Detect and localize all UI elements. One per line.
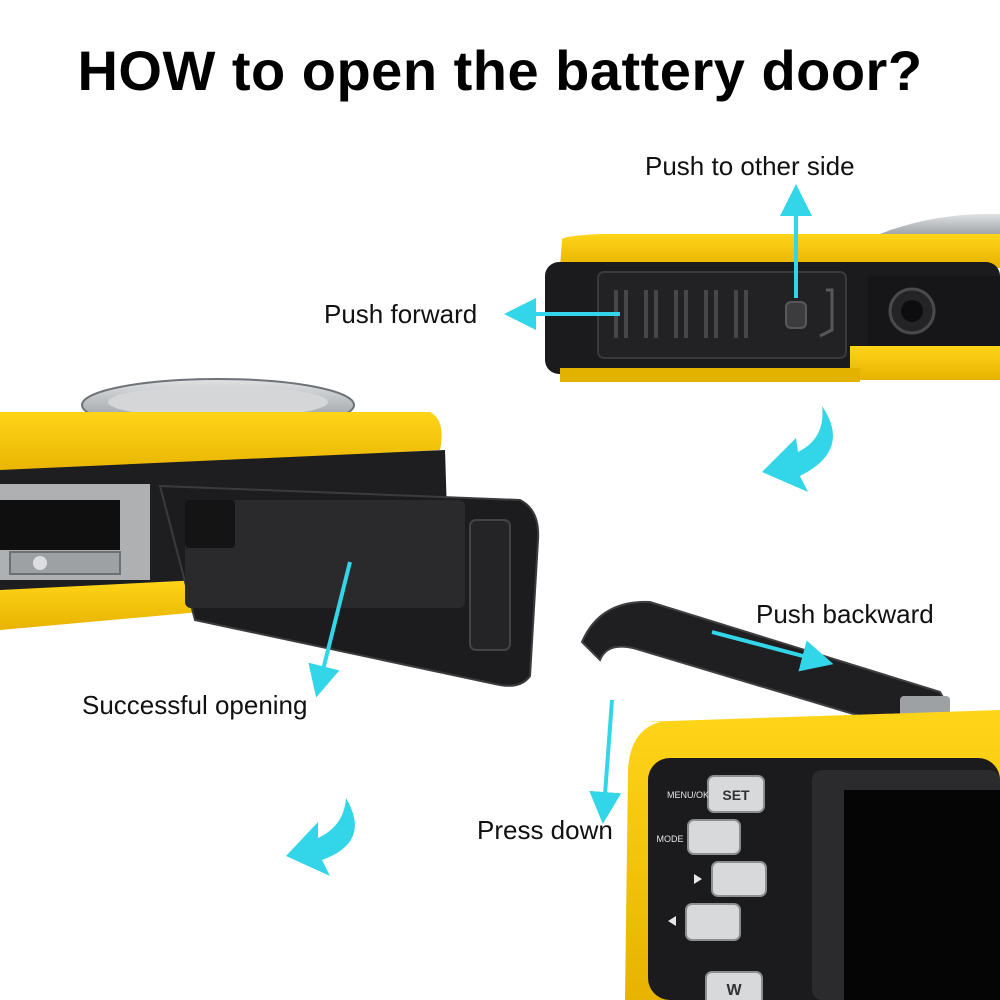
camera-body-yellow	[560, 234, 1000, 268]
step-label-push-to-other-side: Push to other side	[645, 151, 855, 181]
arrow-backward	[711, 630, 834, 672]
door-inner-panel	[185, 500, 465, 608]
step-label-push-forward: Push forward	[324, 299, 478, 329]
step-label-push-backward: Push backward	[756, 599, 934, 629]
set-button-label: SET	[722, 787, 750, 803]
door-latch	[185, 500, 235, 548]
set-button	[707, 775, 765, 813]
playback-button	[711, 861, 767, 897]
flash-button	[685, 903, 741, 941]
camera-body-yellow	[560, 368, 860, 382]
step-label-press-down: Press down	[477, 815, 613, 845]
w-button	[705, 971, 763, 1000]
camera-left	[0, 378, 540, 698]
page-title: HOW to open the battery door?	[77, 39, 923, 102]
curved-arrow-icon	[286, 798, 355, 876]
battery-slot	[0, 500, 120, 550]
screen	[844, 790, 1000, 1000]
usb-port	[9, 551, 121, 575]
left-arrow-icon	[668, 916, 676, 926]
w-button-label: W	[726, 982, 742, 999]
latch-track	[819, 288, 834, 338]
tripod-socket	[901, 300, 923, 322]
curved-arrow-icon	[762, 406, 833, 492]
battery-door	[597, 271, 847, 359]
mode-label: MODE	[657, 834, 684, 844]
mode-button	[687, 819, 741, 855]
port-screw	[33, 556, 47, 570]
arrow-down	[589, 699, 622, 824]
camera-top-right	[504, 184, 1000, 382]
door-latch	[785, 301, 807, 329]
camera-body-yellow	[0, 580, 200, 630]
menu-ok-label: MENU/OK	[667, 790, 709, 800]
door-hinge	[469, 519, 511, 651]
arrow-down	[308, 561, 352, 698]
grip-ridges	[614, 290, 748, 338]
step-label-successful-opening: Successful opening	[82, 690, 308, 720]
play-icon	[694, 874, 702, 884]
camera-body-yellow	[850, 346, 1000, 380]
camera-body-yellow	[0, 412, 442, 475]
lens-ring	[870, 213, 1000, 240]
camera-bottom-right: SET MENU/OK MODE W	[580, 600, 1000, 1000]
lens-ring	[108, 386, 328, 418]
